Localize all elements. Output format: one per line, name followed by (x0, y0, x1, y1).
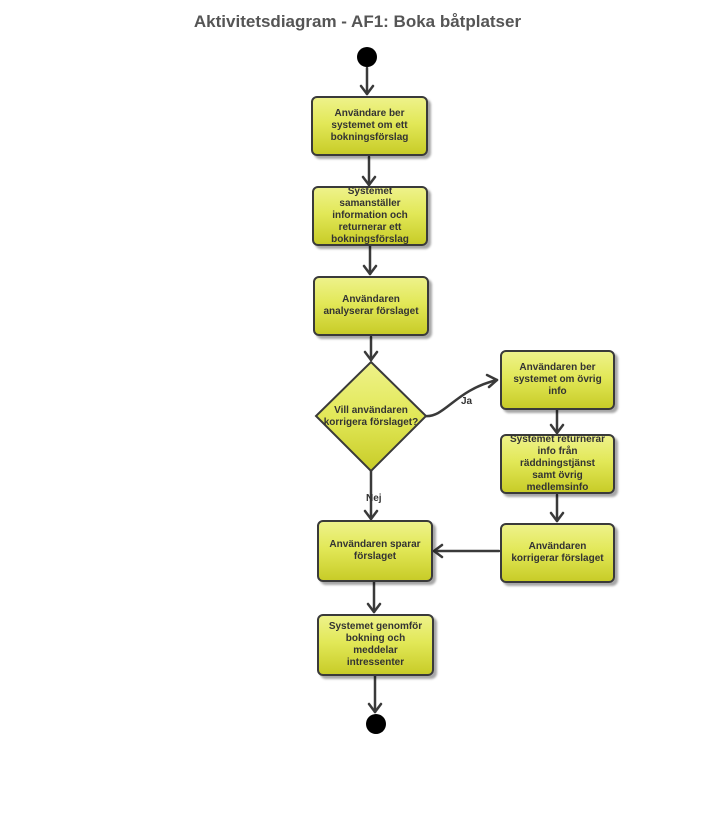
arrowhead (367, 702, 383, 714)
arrowhead (363, 350, 379, 362)
arrowhead (549, 423, 565, 435)
activity-request-proposal: Användare ber systemet om ett bokningsfö… (311, 96, 428, 156)
arrowhead (549, 511, 565, 523)
activity-request-info: Användaren ber systemet om övrig info (500, 350, 615, 410)
decision-text: Vill användaren korrigera förslaget? (323, 405, 419, 428)
arrowhead (361, 175, 377, 187)
end-node (366, 714, 386, 734)
arrowhead (362, 264, 378, 276)
activity-compile-proposal: Systemet samanställer information och re… (312, 186, 428, 246)
activity-make-booking: Systemet genomför bokning och meddelar i… (317, 614, 434, 676)
arrowhead (363, 509, 379, 521)
activity-return-info: Systemet returnerar info från räddningst… (500, 434, 615, 494)
label-yes: Ja (461, 396, 473, 407)
activity-save-proposal: Användaren sparar förslaget (317, 520, 433, 582)
start-node (357, 47, 377, 67)
arrowhead (485, 373, 499, 389)
diagram-title: Aktivitetsdiagram - AF1: Boka båtplatser (193, 12, 522, 31)
arrowhead (359, 84, 375, 96)
activity-analyze-proposal: Användaren analyserar förslaget (313, 276, 429, 336)
label-no: Nej (366, 493, 382, 504)
flow-arrow-yes (423, 378, 499, 418)
activity-correct-proposal: Användaren korrigerar förslaget (500, 523, 615, 583)
decision-diamond (314, 360, 428, 473)
arrowhead (432, 543, 444, 559)
arrowhead (366, 602, 382, 614)
